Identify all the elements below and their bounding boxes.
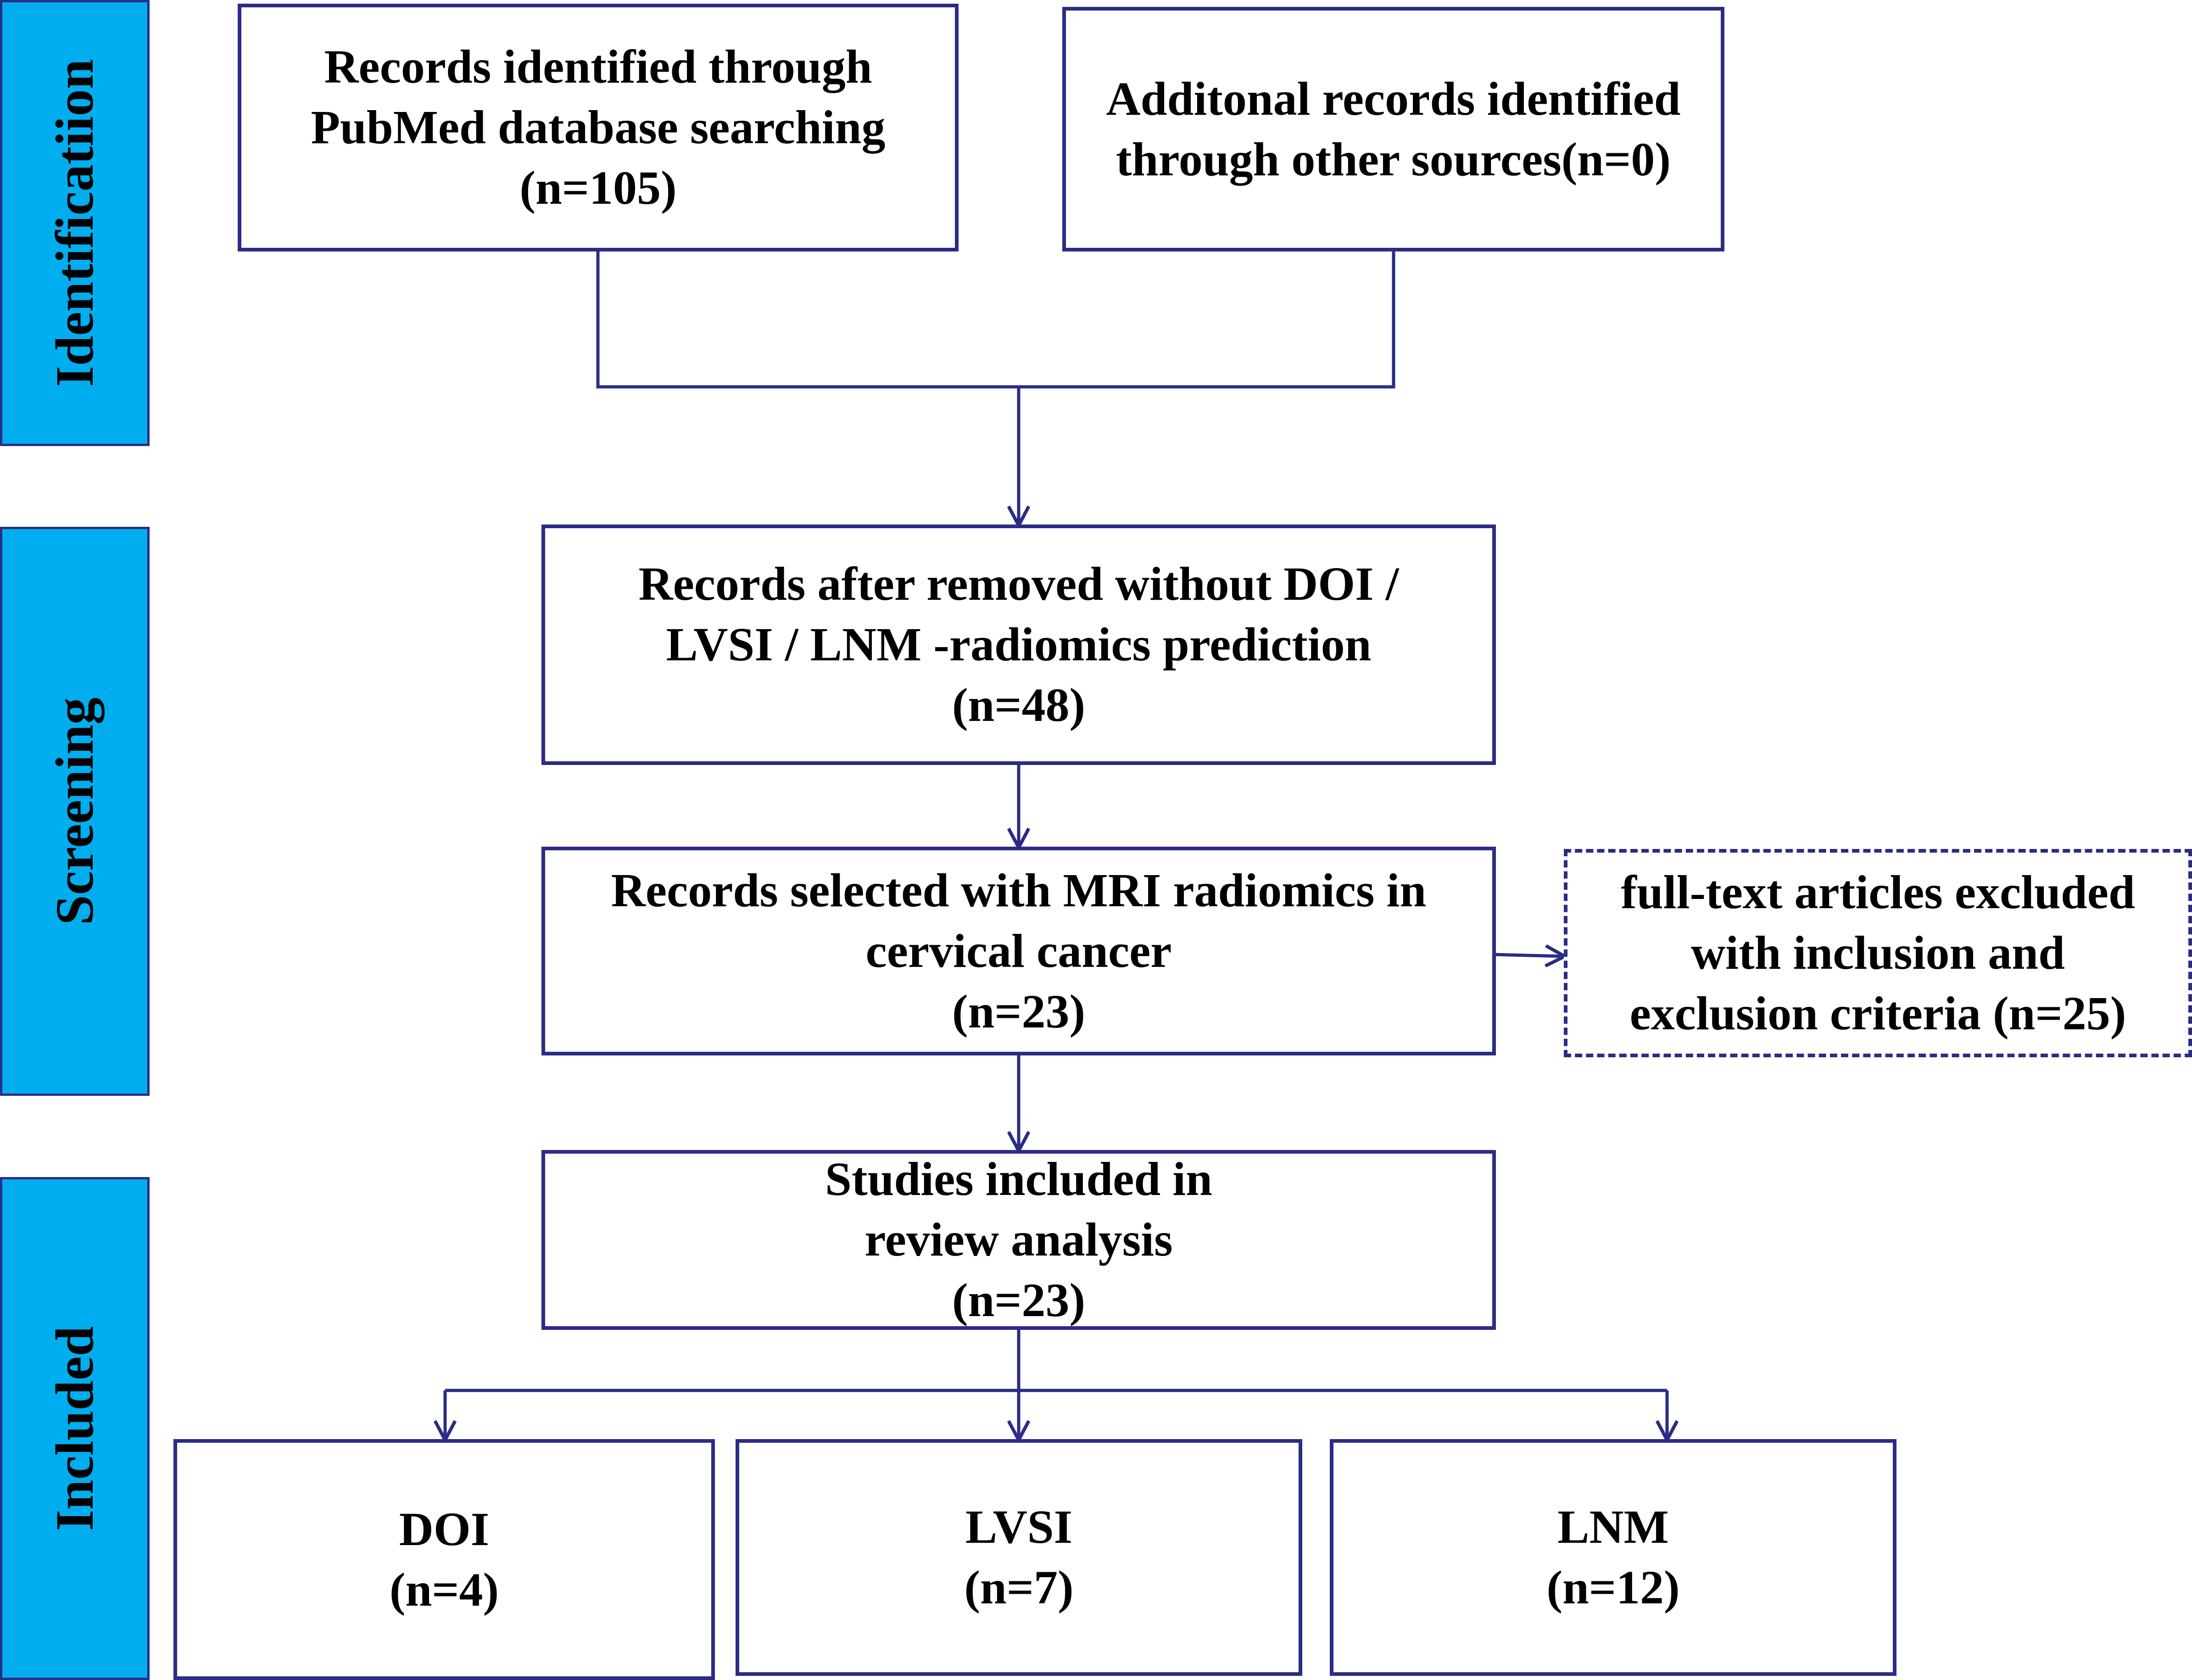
selected-mri-box: Records selected with MRI radiomics in c… <box>541 847 1496 1055</box>
after-removed-box: Records after removed without DOI / LVSI… <box>541 525 1496 765</box>
arrow-to-excluded <box>1493 954 1565 956</box>
stage-included: Included <box>0 1177 150 1680</box>
doi-label: DOI <box>399 1502 490 1556</box>
included-review-line-2: review analysis <box>865 1213 1173 1266</box>
other-sources-box: Additonal records identified through oth… <box>1062 7 1724 251</box>
stage-screening-label: Screening <box>45 697 105 926</box>
other-sources-line-2: through other sources(n=0) <box>1116 133 1671 186</box>
after-removed-line-1: Records after removed without DOI / <box>638 558 1399 610</box>
doi-count: (n=4) <box>389 1563 499 1616</box>
stage-identification-label: Identificatiion <box>45 59 105 387</box>
selected-mri-line-1: Records selected with MRI radiomics in <box>611 864 1427 917</box>
excluded-articles-box: full-text articles excluded with inclusi… <box>1564 849 2192 1057</box>
stage-included-label: Included <box>45 1326 105 1531</box>
doi-box: DOI (n=4) <box>173 1439 715 1680</box>
other-sources-line-1: Additonal records identified <box>1106 72 1681 125</box>
stage-identification: Identificatiion <box>0 0 150 446</box>
pubmed-count: (n=105) <box>519 162 677 214</box>
lvsi-count: (n=7) <box>964 1561 1074 1614</box>
included-review-count: (n=23) <box>952 1274 1086 1327</box>
lvsi-label: LVSI <box>965 1501 1073 1553</box>
excluded-line-1: full-text articles excluded <box>1621 866 2135 919</box>
lnm-box: LNM (n=12) <box>1330 1439 1896 1676</box>
pubmed-line-2: PubMed database searching <box>311 101 886 154</box>
included-review-line-1: Studies included in <box>825 1153 1212 1206</box>
lnm-label: LNM <box>1557 1501 1669 1553</box>
merge-connector <box>596 251 1395 389</box>
stage-screening: Screening <box>0 527 150 1096</box>
selected-mri-count: (n=23) <box>952 985 1086 1038</box>
lnm-count: (n=12) <box>1546 1561 1680 1614</box>
lvsi-box: LVSI (n=7) <box>736 1439 1302 1676</box>
selected-mri-line-2: cervical cancer <box>865 924 1172 977</box>
pubmed-records-box: Records identified through PubMed databa… <box>238 4 959 251</box>
excluded-line-3: exclusion criteria (n=25) <box>1629 987 2126 1040</box>
included-review-box: Studies included in review analysis (n=2… <box>541 1150 1496 1330</box>
after-removed-count: (n=48) <box>952 679 1086 731</box>
after-removed-line-2: LVSI / LNM -radiomics prediction <box>666 618 1372 671</box>
pubmed-line-1: Records identified through <box>324 40 872 93</box>
excluded-line-2: with inclusion and <box>1691 927 2065 979</box>
